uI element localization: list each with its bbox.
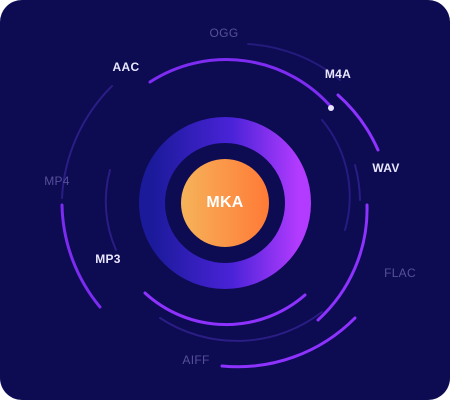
wav-label: WAV (372, 161, 400, 175)
orbit-arc-aac-m4a (148, 58, 334, 110)
orbit-arc-bottom-mid (159, 311, 323, 342)
orbit-arc-right (316, 203, 369, 322)
center-format-circle: MKA (181, 159, 269, 247)
orbit-arc-right-faint (354, 164, 361, 201)
aac-label: AAC (112, 60, 140, 74)
orbit-arc-bottom-outer (220, 316, 357, 369)
orbit-arc-left-bright (60, 203, 102, 309)
orbit-arc-mp3 (104, 169, 117, 251)
orbit-arc-left-outer (61, 85, 113, 199)
main-ring (139, 117, 311, 289)
m4a-label: M4A (324, 67, 352, 81)
flac-label: FLAC (384, 266, 416, 280)
orbit-arc-m4a-wav (336, 93, 380, 152)
center-format-label: MKA (206, 194, 244, 211)
mp4-label: MP4 (44, 174, 70, 188)
mp3-label: MP3 (95, 252, 121, 266)
ogg-label: OGG (209, 26, 239, 40)
orbit-arc-bottom-inner (143, 291, 307, 327)
orbit-dot-m4a (328, 105, 334, 111)
aiff-label: AIFF (182, 353, 210, 367)
orbit-arc-top-faint (247, 43, 341, 81)
orbit-arc-inner-right (321, 119, 351, 231)
